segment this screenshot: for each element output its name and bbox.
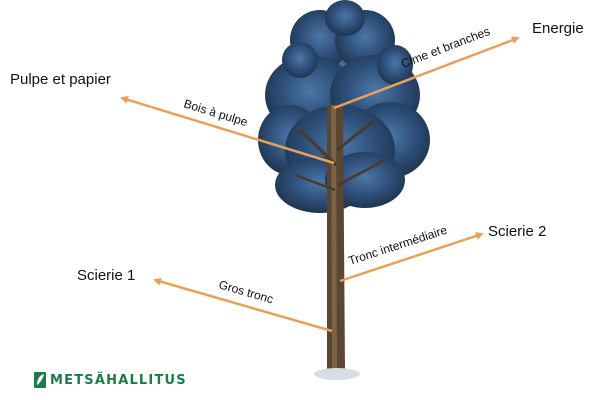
label-bois-a-pulpe: Bois à pulpe [182,96,250,129]
leaf-logo-icon [34,372,46,388]
metsahallitus-logo: METSÄHALLITUS [34,370,187,390]
destination-pulpe-et-papier: Pulpe et papier [10,71,111,88]
logo-text: METSÄHALLITUS [50,372,187,388]
arrow-scierie2 [339,232,484,283]
tree [258,0,430,380]
label-gros-tronc: Gros tronc [217,277,275,306]
destination-scierie-2: Scierie 2 [488,223,547,240]
arrow-energie [333,36,520,110]
destination-scierie-1: Scierie 1 [77,267,136,284]
arrow-pulpe [120,95,335,165]
arrows [120,36,520,333]
tree-trunk [294,105,386,370]
tree-base-snow [314,368,360,380]
label-cime-et-branches: Cime et branches [399,24,492,71]
destination-energie: Energie [532,20,584,37]
arrow-scierie1 [153,277,333,333]
